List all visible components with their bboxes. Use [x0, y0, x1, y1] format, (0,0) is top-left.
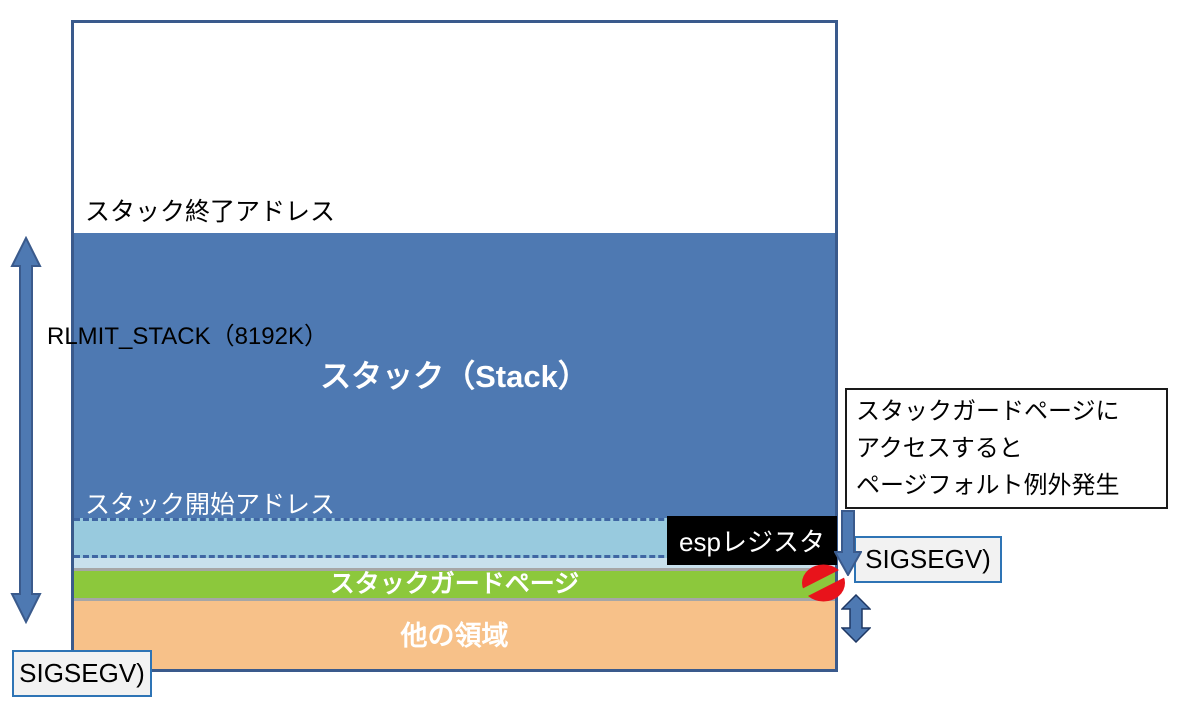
note-down-arrow-icon [834, 510, 862, 576]
stack-start-address-label: スタック開始アドレス [85, 491, 336, 519]
stack-end-address-label: スタック終了アドレス [85, 198, 336, 226]
sigsegv-badge-right: SIGSEGV) [854, 536, 1002, 583]
note-line-3: ページフォルト例外発生 [856, 472, 1120, 499]
rlimit-range-double-arrow-icon [10, 236, 42, 624]
sigsegv-badge-bottom: SIGSEGV) [12, 650, 152, 697]
esp-register-badge: espレジスタ [667, 516, 837, 565]
sigsegv-bottom-label: SIGSEGV) [19, 658, 145, 688]
note-line-1: スタックガードページに [856, 398, 1120, 425]
other-region-band [74, 601, 835, 669]
other-region-label: 他の領域 [400, 621, 509, 651]
pale-blue-strip [74, 558, 835, 568]
other-region-extent-arrow-icon [841, 594, 871, 643]
no-entry-icon [802, 564, 845, 602]
esp-register-label: espレジスタ [679, 527, 825, 557]
page-fault-note-box: スタックガードページに アクセスすると ページフォルト例外発生 [845, 388, 1168, 509]
stack-region-title: スタック（Stack） [320, 359, 589, 394]
stack-region-band [74, 233, 835, 518]
note-line-2: アクセスすると [856, 435, 1023, 462]
rlimit-stack-label: RLMIT_STACK（8192K） [47, 323, 328, 350]
guard-page-label: スタックガードページ [329, 570, 580, 598]
guard-page-band [74, 568, 835, 601]
sigsegv-right-label: SIGSEGV) [865, 544, 991, 574]
